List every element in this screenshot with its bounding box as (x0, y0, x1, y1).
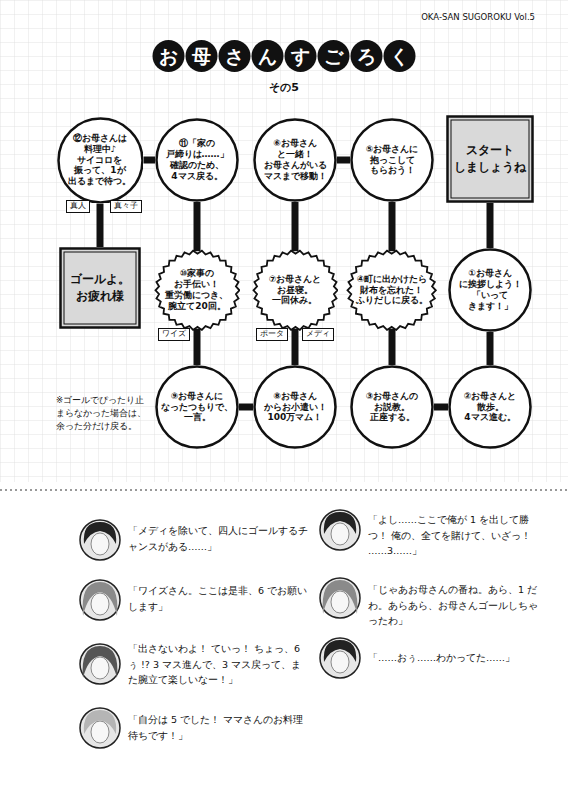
avatar (80, 708, 120, 748)
space-outline (59, 247, 141, 329)
board-space: ⑪「家の 戸締りは……」 確認のため、 4マス戻る。 (155, 118, 239, 202)
player-tag: 真々子 (110, 200, 142, 213)
starburst-outline (253, 250, 337, 329)
dialogue-line: 「ワイズさん。ここは是非、6 でお願いします」 (128, 583, 308, 614)
board-space: ①お母さん に挨拶しよう！ 「いって きます！」 (448, 248, 532, 332)
path-connector (389, 202, 396, 251)
space-text: ②お母さんと 散歩。 4マス進む。 (464, 391, 517, 423)
avatar (320, 638, 360, 678)
starburst-outline (155, 250, 239, 329)
circle-outline (255, 367, 336, 448)
rule-note: ※ゴールでぴったり止まらなかった場合は、余った分だけ戻る。 (56, 394, 148, 432)
board-space: ⑤お母さんに 抱っこして もらおう！ (350, 118, 434, 202)
event-starburst: ④町に出かけたら 財布を忘れた！ ふりだしに戻る。 (346, 249, 437, 332)
dialogue-line: 「……おぅ……わかってた……」 (368, 650, 546, 666)
path-connector (292, 329, 299, 365)
player-tag: 真人 (66, 200, 90, 213)
space-text: ③お母さんの お説教。 正座する。 (366, 391, 419, 423)
path-connector (389, 329, 396, 365)
box-outline (448, 117, 533, 202)
board-space: ⑥お母さん と一緒！ お母さんがいる マスまで移動！ (253, 118, 337, 202)
avatars (80, 510, 360, 748)
dialogue-line: 「メディを除いて、四人にゴールするチャンスがある……」 (128, 523, 308, 554)
starburst-outline (348, 250, 436, 329)
dialogue-line: 「よし……ここで俺が 1 を出して勝つ！ 俺の、全てを賭けて、いざっ！ ……3…… (368, 512, 546, 559)
path-connector (434, 404, 448, 411)
title: お母さんすごろく (145, 45, 423, 67)
player-tag: メディ (302, 328, 334, 341)
path-connector (292, 202, 299, 251)
graph-paper (0, 0, 568, 482)
space-text: ⑧お母さん からお小遣い！ 100万マム！ (264, 391, 327, 423)
board-space: ②お母さんと 散歩。 4マス進む。 (448, 365, 532, 449)
board-space: ③お母さんの お説教。 正座する。 (350, 365, 434, 449)
space-text: ⑤お母さんに 抱っこして もらおう！ (366, 144, 419, 176)
board-space: ⑫お母さんは 料理中♪サイコロを 振って、1が 出るまで待つ。 (57, 117, 144, 204)
dialogue-line: 「自分は 5 でした！ ママさんのお料理待ちです！」 (128, 712, 308, 743)
circle-outline (255, 120, 336, 201)
box-outline (61, 249, 140, 328)
path-connector (97, 203, 104, 247)
circle-outline (352, 120, 433, 201)
start-goal-box: スタート しましょうね (446, 115, 534, 203)
space-text: ⑥お母さん と一緒！ お母さんがいる マスまで移動！ (264, 138, 327, 181)
page-header: OKA-SAN SUGOROKU Vol.5 (380, 12, 535, 22)
player-tag: ポータ (256, 328, 288, 341)
circle-outline (352, 367, 433, 448)
space-text: ⑪「家の 戸締りは……」 確認のため、 4マス戻る。 (166, 138, 229, 181)
avatar (80, 580, 120, 620)
circle-outline (157, 120, 238, 201)
dialogue-line: 「出さないわよ！ ていっ！ ちょっ、6ぅ !? 3 マス進んで、3 マス戻って、… (128, 641, 308, 688)
circle-outline (450, 250, 531, 331)
path-connector (337, 157, 350, 164)
title-row: お母さんすごろく (0, 44, 568, 70)
avatar (320, 510, 360, 550)
space-text: ⑫お母さんは 料理中♪サイコロを 振って、1が 出るまで待つ。 (68, 133, 131, 187)
space-outline (446, 115, 534, 203)
space-text: ①お母さん に挨拶しよう！ 「いって きます！」 (459, 268, 522, 311)
path-connector (194, 202, 201, 251)
subtitle: その5 (234, 80, 334, 95)
space-text: ゴールよ。 お疲れ様 (70, 271, 130, 305)
board-space: ⑨お母さんに なったつもりで、 一言。 (155, 365, 239, 449)
path-connector (143, 157, 155, 164)
space-text: ⑦お母さんと お昼寝。 一回休み。 (269, 274, 322, 306)
circle-outline (58, 118, 142, 202)
circle-outline (157, 367, 238, 448)
path-connector (194, 329, 201, 365)
dialogue-line: 「じゃあお母さんの番ね。あら、1 だわ。あらあら、お母さんゴールしちゃったわ」 (368, 582, 546, 629)
space-text: ⑨お母さんに なったつもりで、 一言。 (161, 391, 233, 423)
circle-outline (450, 367, 531, 448)
box-inner-outline (64, 252, 136, 324)
space-text: ④町に出かけたら 財布を忘れた！ ふりだしに戻る。 (356, 274, 428, 306)
path-connector (487, 203, 494, 248)
path-connector (239, 404, 253, 411)
space-text: ⑩家事の お手伝い！ 重労働につき、 腕立て20回。 (165, 268, 228, 311)
event-starburst: ⑦お母さんと お昼寝。 一回休み。 (252, 249, 339, 332)
avatar (320, 578, 360, 618)
player-tag: ワイズ (158, 328, 190, 341)
event-starburst: ⑩家事の お手伝い！ 重労働につき、 腕立て20回。 (154, 249, 241, 332)
space-text: スタート しましょうね (454, 142, 526, 176)
path-connector (487, 332, 494, 365)
avatar (80, 644, 120, 684)
board-space: ⑧お母さん からお小遣い！ 100万マム！ (253, 365, 337, 449)
start-goal-box: ゴールよ。 お疲れ様 (59, 247, 141, 329)
avatar (80, 520, 120, 560)
box-inner-outline (451, 120, 529, 198)
dotted-divider (0, 489, 568, 491)
